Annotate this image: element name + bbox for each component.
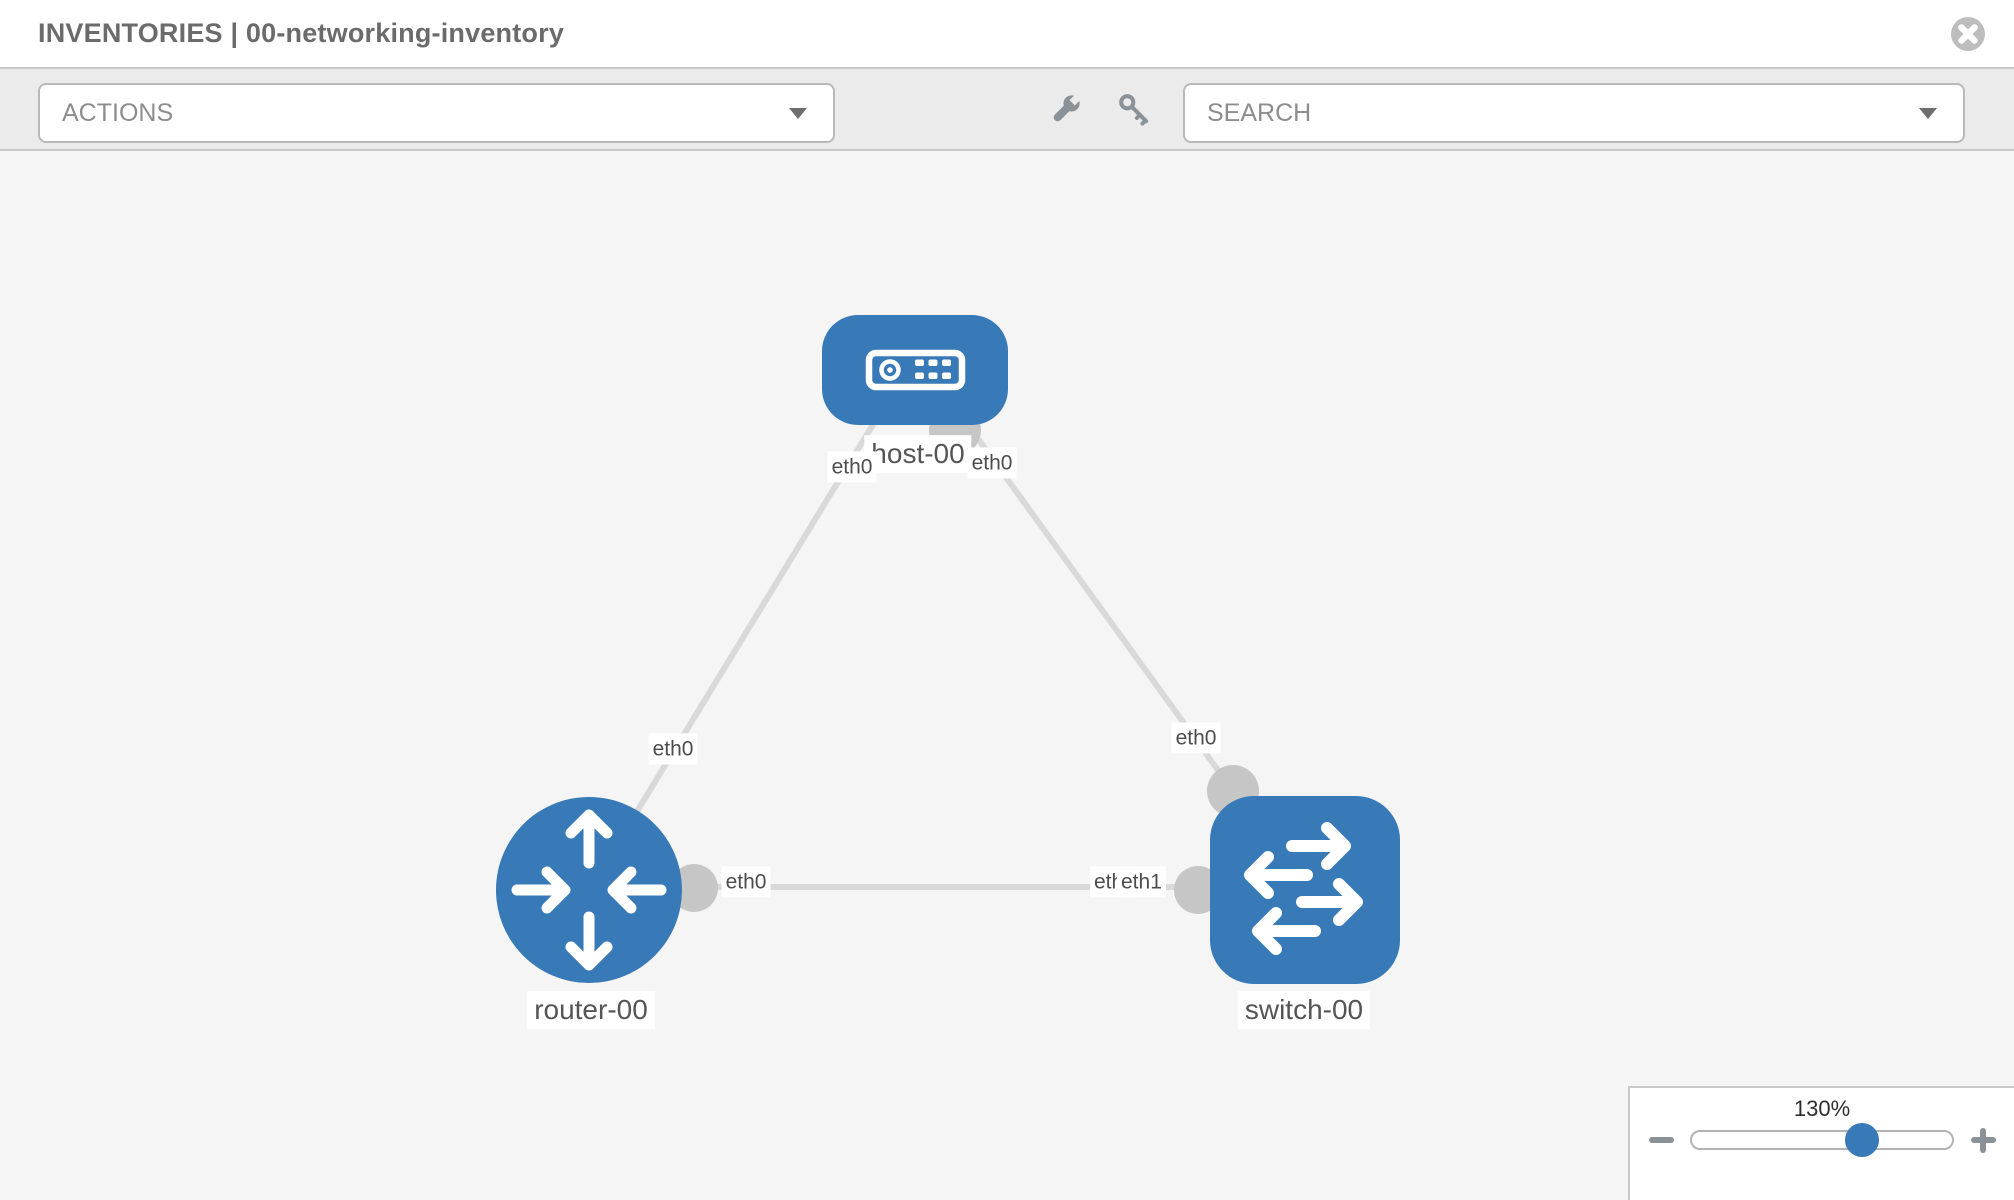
interface-label-host-left: eth0 [827, 451, 877, 483]
search-dropdown-label: SEARCH [1207, 98, 1312, 127]
zoom-in-button[interactable] [1970, 1127, 1996, 1153]
page-title: INVENTORIES | 00-networking-inventory [38, 18, 565, 48]
plus-icon [1970, 1127, 1996, 1153]
interface-port-router [670, 864, 718, 912]
node-label-router-00[interactable]: router-00 [527, 991, 655, 1029]
interface-label-host-router: eth0 [648, 733, 698, 765]
zoom-panel: 130% [1628, 1086, 2014, 1200]
switch-icon [1244, 822, 1363, 955]
minus-icon [1648, 1137, 1674, 1143]
router-icon [511, 809, 667, 971]
interface-label-router-side: eth0 [721, 866, 771, 898]
credentials-button[interactable] [1116, 91, 1152, 127]
zoom-out-button[interactable] [1648, 1127, 1674, 1153]
chevron-down-icon [1919, 107, 1937, 119]
actions-dropdown[interactable]: ACTIONS [38, 83, 835, 143]
interface-label-host-switch: eth0 [1171, 722, 1221, 754]
interface-label-switch-side-front: eth1 [1117, 866, 1166, 898]
close-icon [1951, 16, 1985, 51]
node-label-switch-00[interactable]: switch-00 [1237, 991, 1371, 1029]
host-icon [865, 349, 966, 391]
toolbar-tools [1048, 69, 1152, 149]
key-icon [1119, 94, 1149, 126]
header: INVENTORIES | 00-networking-inventory [0, 0, 2014, 69]
zoom-slider-row [1630, 1123, 2014, 1157]
topology-canvas[interactable]: host-00 router-00 switch-00 eth0 eth0 et… [0, 151, 2014, 1198]
node-host-00[interactable] [822, 315, 1008, 425]
wrench-icon [1053, 93, 1082, 122]
zoom-slider-track[interactable] [1690, 1123, 1954, 1157]
actions-dropdown-label: ACTIONS [62, 98, 174, 127]
configure-button[interactable] [1048, 91, 1084, 127]
close-button[interactable] [1950, 16, 1986, 52]
search-dropdown[interactable]: SEARCH [1183, 83, 1965, 143]
zoom-level: 130% [1793, 1096, 1851, 1121]
toolbar: ACTIONS SEARCH [0, 69, 2014, 151]
interface-label-host-right: eth0 [967, 447, 1017, 479]
zoom-slider-thumb[interactable] [1845, 1123, 1879, 1157]
node-label-host-00[interactable]: host-00 [864, 435, 972, 473]
chevron-down-icon [789, 107, 807, 119]
node-switch-00[interactable] [1210, 796, 1400, 984]
node-router-00[interactable] [496, 797, 682, 983]
